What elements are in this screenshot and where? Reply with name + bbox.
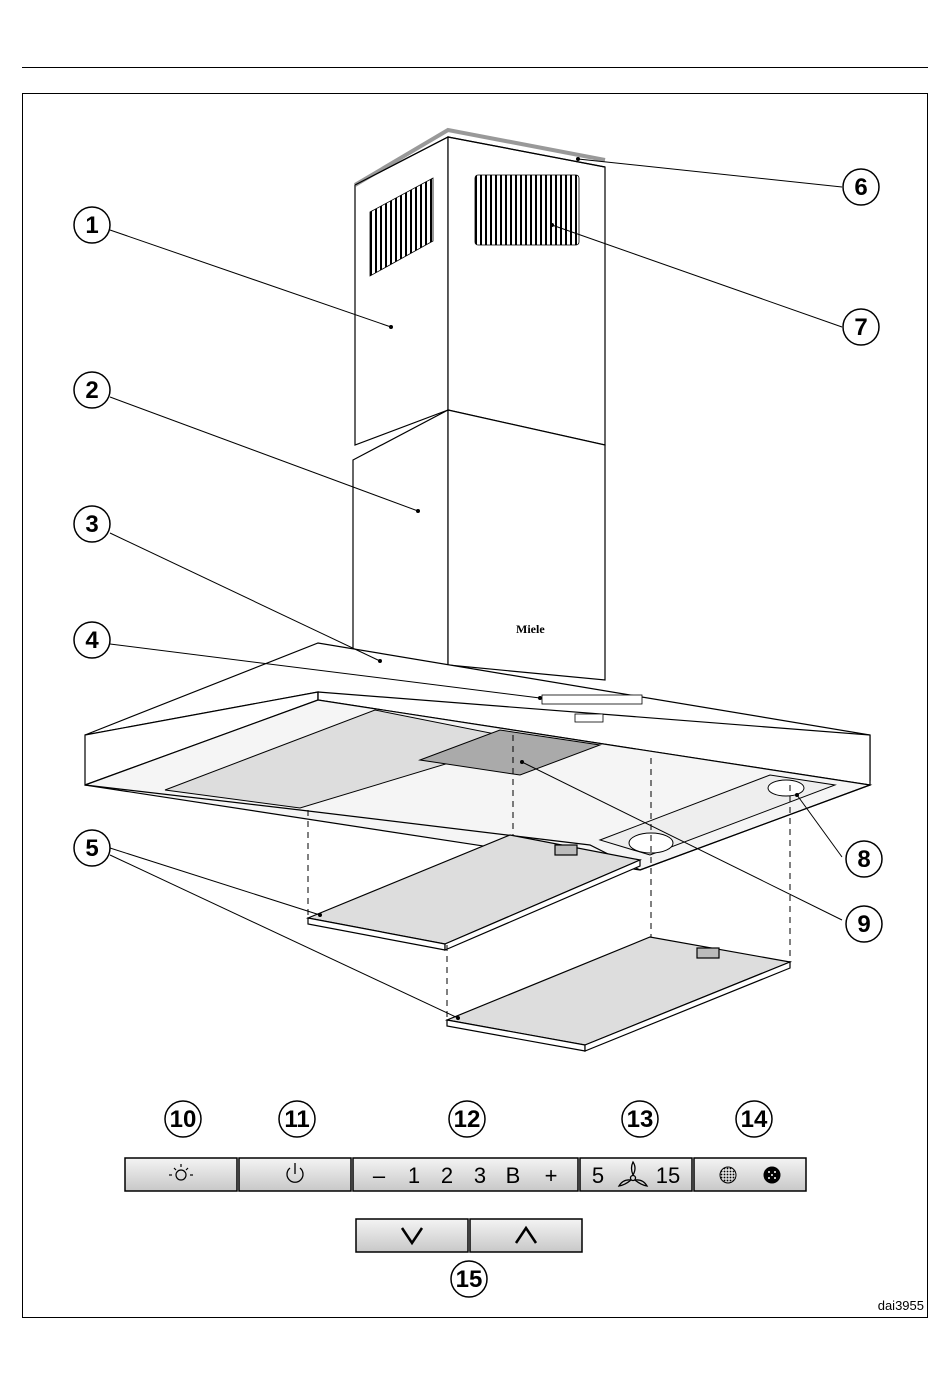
svg-text:12: 12 <box>454 1106 481 1133</box>
booster-key[interactable]: B <box>506 1163 521 1188</box>
power-key[interactable] <box>239 1158 351 1191</box>
svg-text:2: 2 <box>85 377 98 404</box>
callout-8: 8 <box>846 841 882 877</box>
callout-15: 15 <box>451 1261 487 1297</box>
grease-filter-3 <box>447 937 790 1051</box>
filter-key[interactable] <box>694 1158 806 1191</box>
fan-speed-1-key[interactable]: 1 <box>408 1163 420 1188</box>
up-arrow-key[interactable] <box>470 1219 582 1252</box>
callout-6: 6 <box>843 169 879 205</box>
callout-7: 7 <box>843 309 879 345</box>
run-on-key[interactable]: 5 15 <box>580 1158 692 1191</box>
svg-text:11: 11 <box>284 1106 309 1133</box>
fan-speed-plus-key[interactable]: + <box>545 1163 558 1188</box>
svg-text:6: 6 <box>854 174 867 201</box>
callout-9: 9 <box>846 906 882 942</box>
svg-text:1: 1 <box>85 212 98 239</box>
run-on-15-label: 15 <box>656 1163 680 1188</box>
fan-speed-minus-key[interactable]: – <box>373 1163 386 1188</box>
down-arrow-key[interactable] <box>356 1219 468 1252</box>
svg-text:15: 15 <box>456 1266 483 1293</box>
brand-logo: Miele <box>516 622 545 636</box>
grease-filter-icon <box>720 1167 736 1183</box>
run-on-5-label: 5 <box>592 1163 604 1188</box>
light-key[interactable] <box>125 1158 237 1191</box>
fan-speed-3-key[interactable]: 3 <box>474 1163 486 1188</box>
fan-speed-2-key[interactable]: 2 <box>441 1163 453 1188</box>
callout-13: 13 <box>622 1101 658 1137</box>
svg-text:13: 13 <box>627 1106 654 1133</box>
callout-3: 3 <box>74 506 110 542</box>
svg-text:8: 8 <box>857 846 870 873</box>
callout-10: 10 <box>165 1101 201 1137</box>
callout-1: 1 <box>74 207 110 243</box>
svg-text:9: 9 <box>857 911 870 938</box>
callout-14: 14 <box>736 1101 772 1137</box>
svg-text:10: 10 <box>170 1106 197 1133</box>
odour-filter-icon <box>764 1167 780 1183</box>
callout-12: 12 <box>449 1101 485 1137</box>
svg-text:5: 5 <box>85 835 98 862</box>
svg-text:4: 4 <box>85 627 99 654</box>
figure-id: dai3955 <box>878 1298 924 1313</box>
chimney-vent-right <box>475 175 579 245</box>
svg-text:7: 7 <box>854 314 867 341</box>
callout-5: 5 <box>74 830 110 866</box>
svg-text:3: 3 <box>85 511 98 538</box>
grease-filter-2 <box>308 835 640 950</box>
fan-speed-panel: – 1 2 3 B + <box>353 1158 578 1191</box>
lower-chimney <box>353 410 605 690</box>
callout-2: 2 <box>74 372 110 408</box>
callout-4: 4 <box>74 622 110 658</box>
callout-11: 11 <box>279 1101 315 1137</box>
svg-text:14: 14 <box>741 1106 768 1133</box>
